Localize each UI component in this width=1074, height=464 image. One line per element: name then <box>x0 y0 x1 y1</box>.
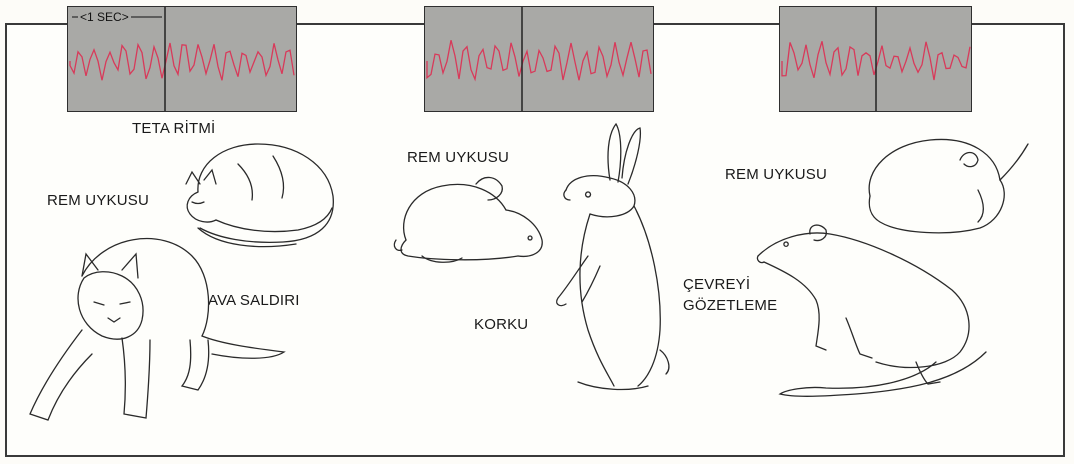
eeg-panel-rat <box>779 6 972 112</box>
eeg-panel-cat: <1 SEC> <box>67 6 297 112</box>
one-second-scale-label: <1 SEC> <box>78 10 131 24</box>
standing-rabbit-drawing <box>548 120 688 400</box>
sleeping-rabbit-drawing <box>392 170 552 270</box>
eeg-panel-rabbit <box>424 6 654 112</box>
eeg-trace-rat <box>780 7 972 112</box>
rabbit-fear-label: KORKU <box>474 316 528 333</box>
cat-rem-sleep-label: REM UYKUSU <box>47 192 149 209</box>
crouching-cat-drawing <box>22 226 292 426</box>
eeg-trace-rabbit <box>425 7 654 112</box>
rat-exploring-label-line1: ÇEVREYİ <box>683 276 750 293</box>
exploring-rat-drawing <box>756 222 996 412</box>
rat-rem-sleep-label: REM UYKUSU <box>725 166 827 183</box>
rabbit-rem-sleep-label: REM UYKUSU <box>407 149 509 166</box>
